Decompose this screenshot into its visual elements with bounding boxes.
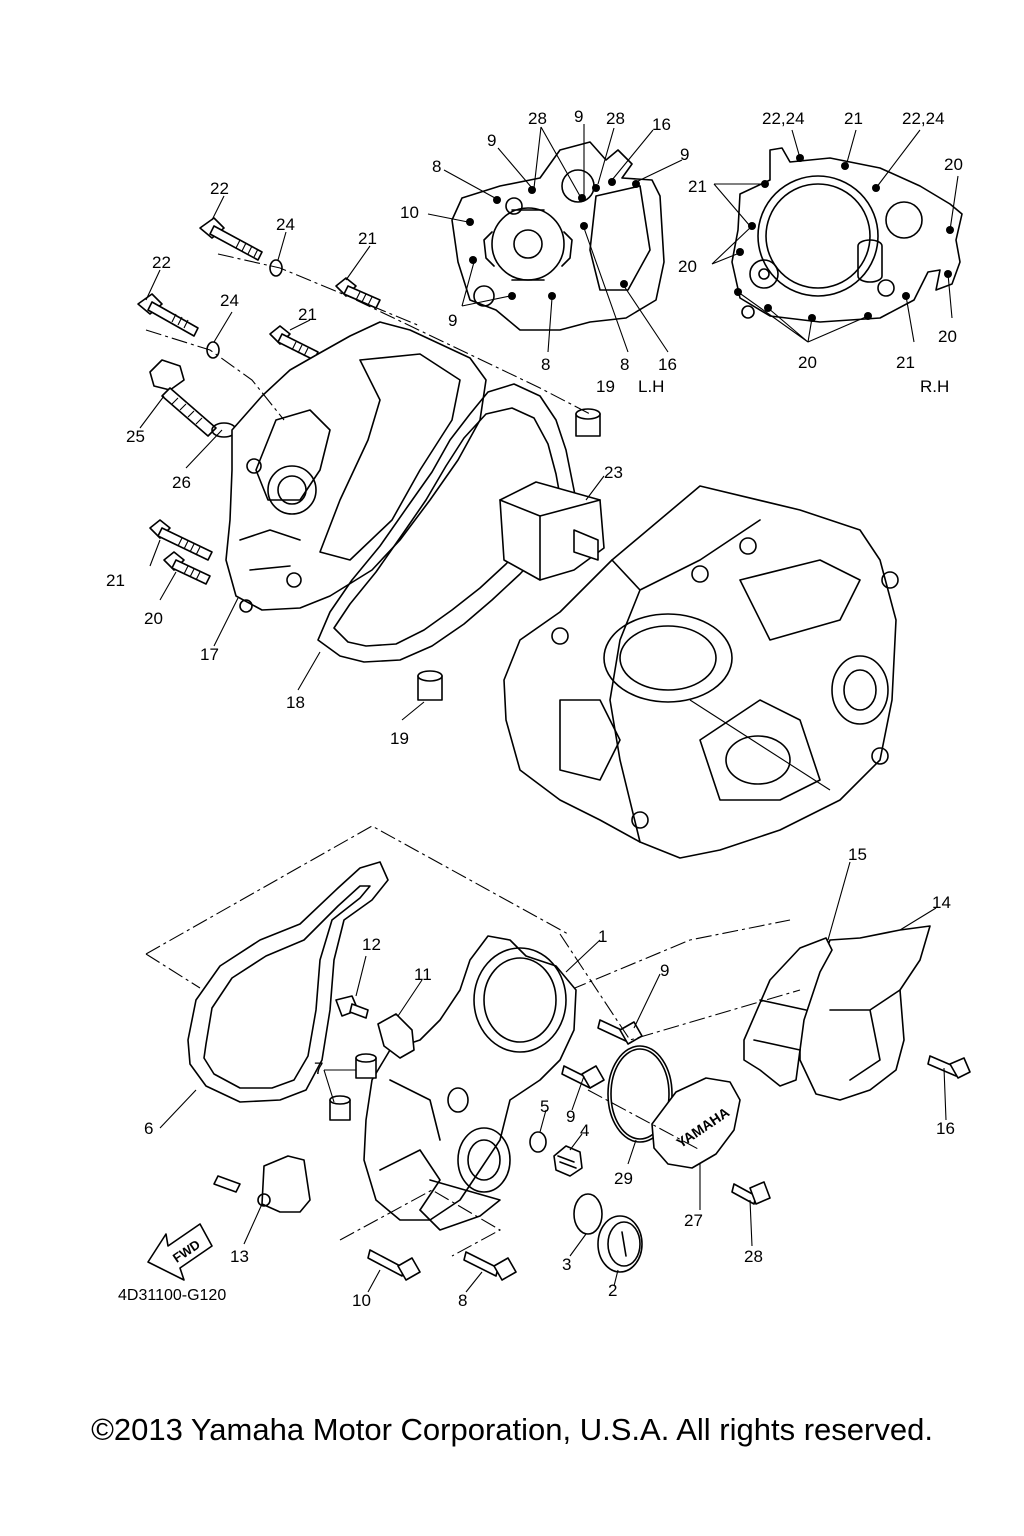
callout-21a: 21: [358, 229, 377, 248]
rh-side-label: R.H: [920, 377, 949, 396]
callout-lh-16b: 16: [658, 355, 677, 374]
callout-rh-20c: 20: [938, 327, 957, 346]
callout-20: 20: [144, 609, 163, 628]
bolt-9-lower: [561, 1065, 605, 1089]
sensor-23: [499, 481, 605, 581]
bolt-22-upper: [199, 217, 263, 261]
callout-lh-9c: 9: [487, 131, 496, 150]
callout-1: 1: [598, 927, 607, 946]
callout-24a: 24: [276, 215, 295, 234]
callout-lh-9a: 9: [574, 107, 583, 126]
bolt-20: [163, 551, 211, 585]
fwd-arrow-icon: FWD: [147, 1223, 213, 1281]
callout-29: 29: [614, 1169, 633, 1188]
callout-27: 27: [684, 1211, 703, 1230]
callout-3: 3: [562, 1255, 571, 1274]
callout-9a: 9: [660, 961, 669, 980]
callout-23: 23: [604, 463, 623, 482]
callout-lh-8a: 8: [432, 157, 441, 176]
callout-lh-8c: 8: [620, 355, 629, 374]
callout-lh-9d: 9: [448, 311, 457, 330]
cover-gasket-6: [187, 861, 389, 1103]
callout-9b: 9: [566, 1107, 575, 1126]
callout-25: 25: [126, 427, 145, 446]
cover-gasket-18: [317, 383, 577, 663]
callout-rh-20a: 20: [944, 155, 963, 174]
callout-28: 28: [744, 1247, 763, 1266]
lh-side-label: L.H: [638, 377, 664, 396]
bracket-13: [213, 1155, 311, 1213]
callout-lh-10: 10: [400, 203, 419, 222]
bolt-10: [367, 1249, 421, 1281]
bolt-9-upper: [597, 1019, 643, 1045]
callout-2: 2: [608, 1281, 617, 1300]
callout-17: 17: [200, 645, 219, 664]
washer-24-upper: [269, 259, 283, 277]
callout-21c: 21: [106, 571, 125, 590]
callout-18: 18: [286, 693, 305, 712]
callout-24b: 24: [220, 291, 239, 310]
callout-16: 16: [936, 1119, 955, 1138]
callout-rh-22-24a: 22,24: [762, 109, 805, 128]
check-bolt-4: [553, 1145, 583, 1177]
lh-crankcase-inset: [427, 124, 683, 353]
callout-rh-20b: 20: [678, 257, 697, 276]
callout-rh-21c: 21: [896, 353, 915, 372]
bolt-8: [463, 1251, 517, 1281]
callout-7: 7: [314, 1059, 323, 1078]
left-crankcase-cover: [137, 195, 605, 721]
bolt-21-mid: [269, 325, 319, 361]
guide-15: [743, 937, 833, 1087]
callout-lh-16a: 16: [652, 115, 671, 134]
diagram-code: 4D31100-G120: [118, 1287, 226, 1304]
oil-plug-2: [597, 1215, 643, 1273]
rh-crankcase-inset: [711, 129, 963, 343]
cap-27: YAMAHA: [651, 1077, 741, 1169]
callout-22a: 22: [210, 179, 229, 198]
callout-rh-21b: 21: [688, 177, 707, 196]
callout-8: 8: [458, 1291, 467, 1310]
o-ring-29: [607, 1045, 673, 1143]
callout-4: 4: [580, 1121, 589, 1140]
callout-rh-20d: 20: [798, 353, 817, 372]
callout-26: 26: [172, 473, 191, 492]
callout-rh-21a: 21: [844, 109, 863, 128]
callout-13: 13: [230, 1247, 249, 1266]
callout-22b: 22: [152, 253, 171, 272]
o-ring-5: [529, 1131, 547, 1153]
callout-rh-22-24b: 22,24: [902, 109, 945, 128]
callout-lh-19: 19: [596, 377, 615, 396]
callout-6: 6: [144, 1119, 153, 1138]
bolt-21-lower: [149, 519, 213, 561]
bolt-12: [335, 995, 369, 1019]
callout-10: 10: [352, 1291, 371, 1310]
callout-11: 11: [414, 965, 432, 984]
bolt-22-lower: [137, 293, 199, 337]
lower-cover-assembly: YAMAHA: [145, 825, 971, 1293]
crankcase-block: [503, 485, 899, 859]
bolt-16: [927, 1055, 971, 1079]
callout-15: 15: [848, 845, 867, 864]
oil-filler-plug-25: [149, 359, 217, 437]
callout-5: 5: [540, 1097, 549, 1116]
copyright-notice: ©2013 Yamaha Motor Corporation, U.S.A. A…: [91, 1412, 933, 1447]
clutch-cover-1: [363, 935, 577, 1221]
callout-21b: 21: [298, 305, 317, 324]
clamp-11: [377, 1013, 415, 1059]
o-ring-3: [573, 1193, 603, 1235]
callout-lh-28b: 28: [606, 109, 625, 128]
callout-lh-28a: 28: [528, 109, 547, 128]
callout-19b: 19: [390, 729, 409, 748]
callout-12: 12: [362, 935, 381, 954]
cover-14: [799, 925, 931, 1101]
bolt-21-upper: [335, 277, 381, 309]
callout-lh-8b: 8: [541, 355, 550, 374]
bolt-28: [731, 1181, 771, 1205]
callout-14: 14: [932, 893, 951, 912]
callout-lh-9b: 9: [680, 145, 689, 164]
